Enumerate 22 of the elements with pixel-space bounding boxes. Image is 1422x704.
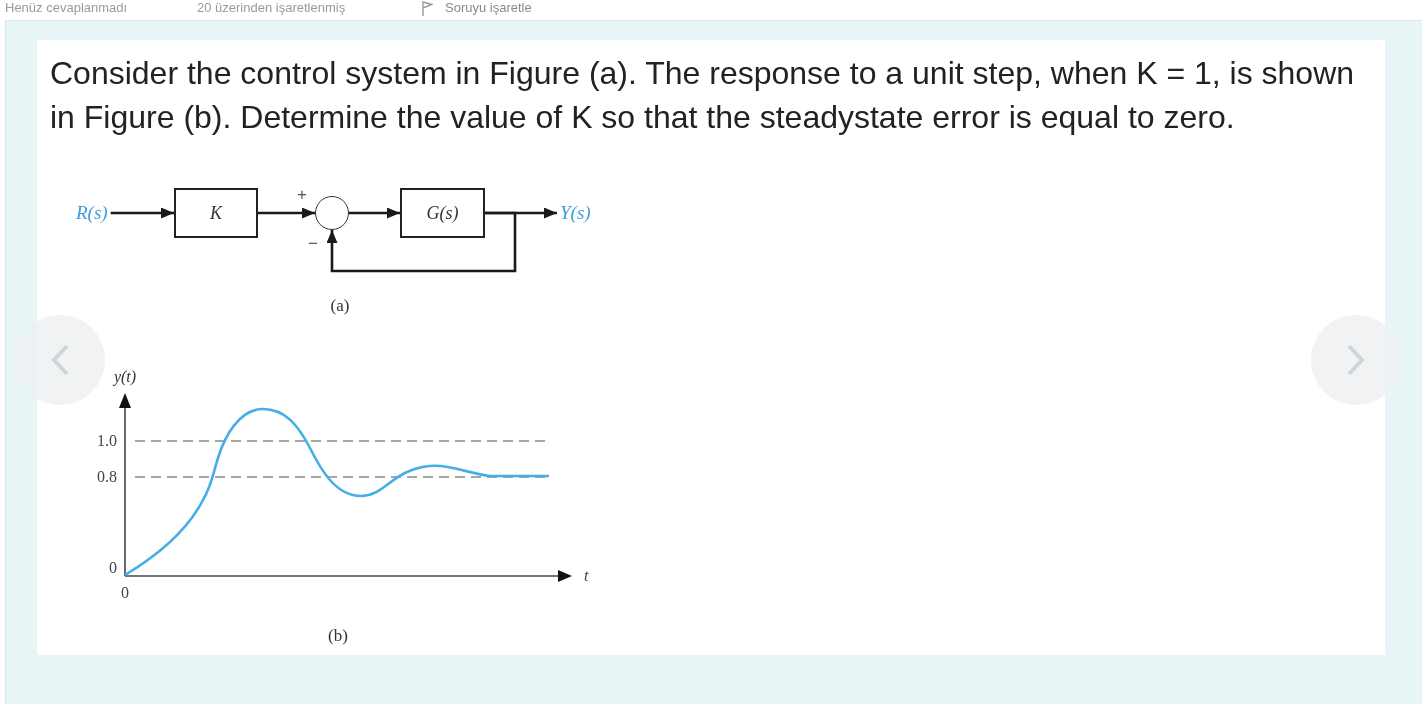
- tick-label: 1.0: [97, 431, 117, 451]
- axis-title: y(t): [113, 367, 137, 387]
- status-text: Henüz cevaplanmadı: [5, 0, 128, 16]
- polarity-sign: +: [297, 185, 307, 203]
- polarity-sign: −: [308, 234, 318, 252]
- figure-caption: (a): [330, 296, 350, 316]
- signal-arrow: [258, 207, 315, 219]
- tick-label: 0: [109, 558, 117, 578]
- tick-label: 0.8: [97, 467, 117, 487]
- tick-label: 0: [121, 583, 129, 603]
- signal-arrow: [110, 207, 174, 219]
- signal-arrow: [349, 207, 400, 219]
- figure-caption: (b): [328, 626, 348, 646]
- flag-question-link: Soruyu işaretle: [445, 0, 532, 16]
- question-text: Consider the control system in Figure (a). The response to a unit step, when K = 1, is shown in Figure (b). Determine the value of K so that the steadystate error is equal to zero.: [50, 54, 1356, 137]
- grade-text: 20 üzerinden işaretlenmiş: [197, 0, 346, 16]
- output-signal-label: Y(s): [557, 201, 594, 225]
- gain-block: K: [174, 188, 258, 238]
- feedback-arrow: [326, 211, 517, 273]
- transfer-function-block: G(s): [400, 188, 485, 238]
- axis-title: t: [584, 566, 589, 586]
- input-signal-label: R(s): [73, 201, 111, 225]
